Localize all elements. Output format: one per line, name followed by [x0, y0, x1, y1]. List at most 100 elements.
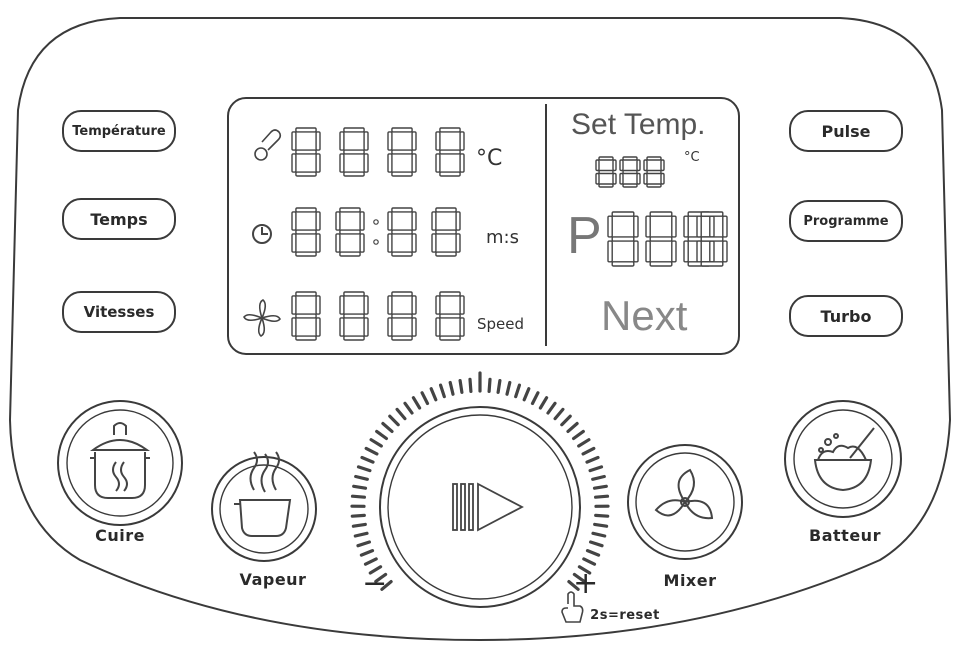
temperature-button[interactable]: Température	[62, 110, 176, 152]
finger-press-icon	[561, 591, 584, 623]
dial-tick	[553, 407, 565, 421]
dial-tick	[420, 391, 430, 406]
batteur-label: Batteur	[809, 526, 881, 545]
lcd-display	[227, 97, 740, 355]
next-label: Next	[601, 292, 688, 339]
dial-tick	[395, 407, 407, 421]
temps-button-label: Temps	[90, 209, 148, 229]
dial-tick	[592, 484, 608, 490]
dial-tick	[381, 421, 394, 433]
dial-tick	[353, 531, 369, 538]
whisk-bowl-icon	[813, 427, 875, 492]
dial-tick	[354, 474, 369, 481]
dial-tick	[594, 513, 610, 518]
dial-tick	[359, 548, 375, 557]
dial-tick	[546, 401, 557, 415]
speed-digit	[435, 291, 465, 341]
seven-segment-digits	[291, 127, 728, 341]
mixer-label: Mixer	[663, 571, 717, 590]
dial-tick	[560, 414, 572, 427]
temps-button[interactable]: Temps	[62, 198, 176, 240]
dial-tick	[588, 540, 604, 548]
cuire-label: Cuire	[95, 526, 145, 545]
dial-tick	[368, 565, 383, 575]
dial-tick	[571, 429, 585, 441]
cuire-button[interactable]	[57, 400, 183, 526]
fan-icon	[243, 299, 281, 337]
dial-tick	[356, 465, 372, 473]
dial-tick	[364, 446, 379, 456]
dial-tick	[514, 383, 522, 399]
dial-tick	[411, 396, 422, 410]
dial-tick	[505, 380, 512, 396]
dial-tick	[567, 579, 580, 591]
programme-button-label: Programme	[803, 213, 889, 229]
speed-digit	[387, 291, 417, 341]
dial-tick	[468, 377, 473, 393]
dial-tick	[496, 379, 502, 394]
dial-tick	[585, 455, 600, 464]
set-temp-unit: °C	[684, 150, 700, 165]
vapeur-label: Vapeur	[239, 570, 307, 589]
time-digit	[431, 207, 461, 257]
dial-tick	[351, 522, 367, 528]
pulse-button[interactable]: Pulse	[789, 110, 903, 152]
dial-tick	[369, 438, 383, 448]
mixer-button[interactable]	[627, 444, 743, 560]
dial-tick	[374, 572, 388, 584]
program-prefix: P	[567, 207, 602, 265]
vapeur-button[interactable]	[211, 451, 317, 562]
dial-plus: +	[573, 566, 599, 601]
temp-digit	[339, 127, 369, 177]
turbo-button[interactable]: Turbo	[789, 295, 903, 337]
dial-tick	[593, 522, 609, 528]
set-temp-digit	[619, 156, 641, 188]
dial-tick	[572, 572, 586, 584]
start-pause-dial[interactable]	[379, 406, 581, 608]
set-temp-digit	[643, 156, 665, 188]
dial-tick	[591, 474, 606, 481]
dial-tick	[487, 377, 492, 393]
dial-tick	[530, 391, 540, 406]
dial-tick	[403, 401, 414, 415]
time-digit	[335, 207, 365, 257]
blade-icon	[654, 468, 714, 520]
speed-unit: Speed	[477, 315, 525, 333]
temperature-button-label: Température	[72, 123, 166, 139]
dial-tick	[585, 548, 601, 557]
dial-tick	[363, 557, 378, 566]
dial-tick	[588, 465, 604, 473]
clock-icon	[252, 224, 272, 244]
dial-tick	[352, 484, 368, 490]
time-digit	[291, 207, 321, 257]
dial-tick	[593, 494, 610, 499]
speed-digit	[291, 291, 321, 341]
dial-tick	[350, 494, 366, 499]
dial-tick	[581, 446, 596, 456]
time-colon	[373, 239, 379, 245]
dial-tick	[439, 383, 446, 399]
batteur-button[interactable]	[784, 400, 902, 518]
dial-tick	[458, 379, 464, 394]
temp-unit: °C	[476, 146, 503, 171]
speed-digit	[339, 291, 369, 341]
programme-button[interactable]: Programme	[789, 200, 903, 242]
dial-tick	[388, 414, 400, 427]
temp-digit	[387, 127, 417, 177]
temp-digit	[435, 127, 465, 177]
dial-tick	[429, 387, 438, 402]
reset-hint: 2s=reset	[590, 608, 660, 623]
vitesses-button[interactable]: Vitesses	[62, 291, 176, 333]
set-temp-label: Set Temp.	[571, 108, 706, 141]
vitesses-button-label: Vitesses	[83, 303, 155, 321]
time-colon	[373, 219, 379, 225]
program-digit	[607, 211, 639, 267]
dial-tick	[360, 455, 375, 464]
dial-tick	[566, 421, 579, 433]
dial-tick	[375, 429, 388, 441]
dial-tick	[350, 513, 366, 518]
dial-minus: −	[362, 566, 388, 601]
program-digit	[645, 211, 677, 267]
dial-tick	[582, 557, 597, 566]
